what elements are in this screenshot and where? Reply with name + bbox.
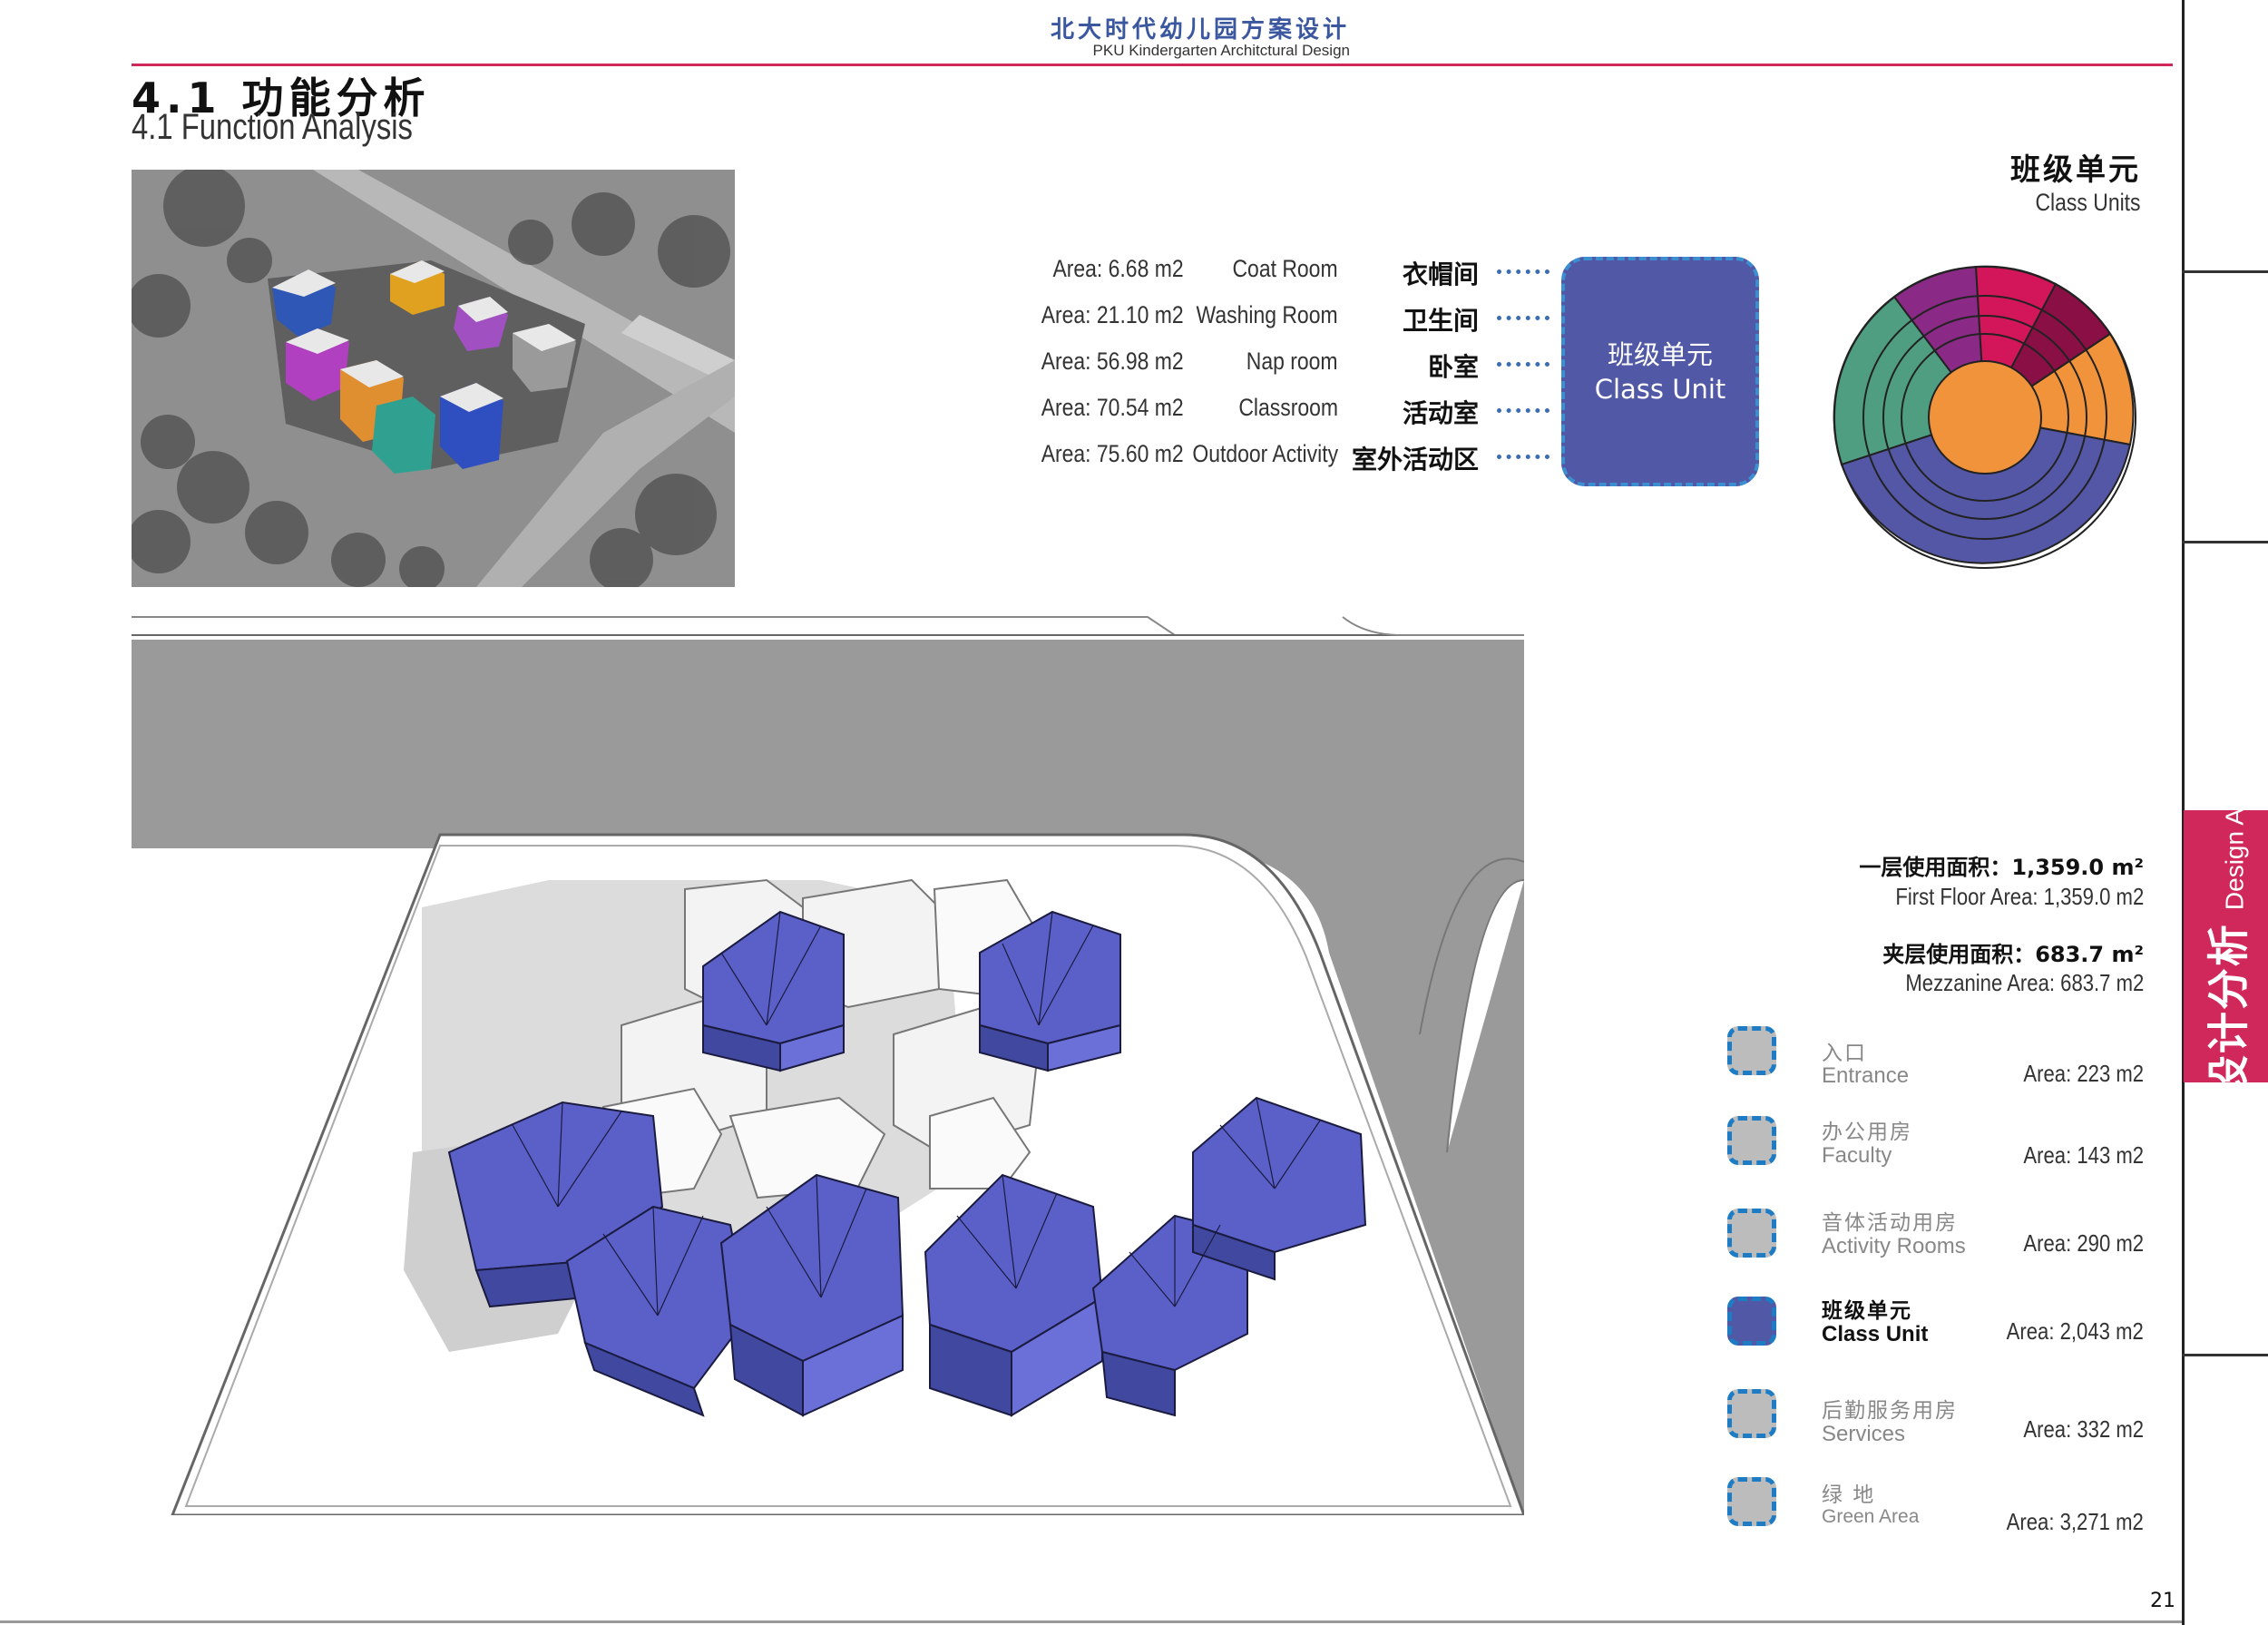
legend-label-cn: 音体活动用房 [1822,1211,1958,1235]
connector-dots [1497,455,1549,459]
legend-swatch [1727,1477,1776,1526]
room-name-en: Coat Room [1232,255,1338,282]
site-plan-axonometric [132,616,1524,1515]
legend-area: Area: 3,271 m2 [2006,1508,2144,1535]
tab-design-analysis-label[interactable]: 4. 设计分析 Design Analysis [2184,730,2268,1161]
class-unit-block [719,1173,904,1417]
legend-area: Area: 2,043 m2 [2006,1317,2144,1345]
section-title-en: 4.1 Function Analysis [132,107,413,147]
room-name-cn: 卧室 [1427,352,1479,382]
mezzanine-area-cn: 夹层使用面积：683.7 m² [1882,942,2144,967]
mezzanine-area-en: Mezzanine Area: 683.7 m2 [1905,969,2144,996]
legend-label-cn: 办公用房 [1822,1121,1912,1144]
class-unit-box-cn: 班级单元 [1607,338,1713,370]
legend-swatch [1727,1026,1776,1075]
legend-label-en: Services [1822,1422,1906,1446]
class-unit-block [447,1101,664,1308]
room-name-cn: 卫生间 [1402,306,1479,336]
legend-label-en: Activity Rooms [1822,1234,1966,1258]
tab-label-en: Design Analysis [2220,730,2249,911]
road [132,640,1524,848]
class-units-title-en: Class Units [2035,189,2141,216]
legend-swatch [1727,1116,1776,1165]
legend-label-cn: 班级单元 [1822,1299,1912,1323]
bottom-border [0,1620,2182,1623]
room-row-classroom: Area: 70.54 m2 Classroom 活动室 [1034,394,1941,430]
page-number: 21 [2150,1590,2175,1612]
sector-outdoor [1840,416,2132,564]
first-floor-area-en: First Floor Area: 1,359.0 m2 [1895,883,2144,910]
class-unit-block [1192,1096,1367,1281]
connector-dots [1497,269,1549,274]
tab-divider [2182,541,2268,543]
legend-area: Area: 143 m2 [2023,1141,2144,1169]
class-unit-block [979,910,1121,1072]
room-row-nap: Area: 56.98 m2 Nap room 卧室 [1034,348,1941,384]
tab-divider [2182,270,2268,273]
room-name-cn: 活动室 [1402,398,1479,428]
legend-label-cn: 绿 地 [1822,1483,1876,1507]
room-row-washing: Area: 21.10 m2 Washing Room 卫生间 [1034,301,1941,338]
room-name-en: Classroom [1238,394,1338,421]
legend-label-en: Class Unit [1822,1322,1929,1346]
room-area: Area: 6.68 m2 [1052,255,1184,282]
legend-area: Area: 290 m2 [2023,1229,2144,1257]
legend-swatch [1727,1297,1776,1346]
connector-dots [1497,316,1549,320]
class-unit-block [565,1205,750,1417]
room-area: Area: 21.10 m2 [1041,301,1184,328]
legend-label-en: Green Area [1822,1506,1920,1527]
legend-label-cn: 后勤服务用房 [1822,1399,1958,1423]
legend-swatch [1727,1389,1776,1438]
class-unit-block [702,910,845,1072]
project-title-en: PKU Kindergarten Architctural Design [1092,42,1350,59]
legend-label-en: Entrance [1822,1063,1910,1088]
connector-dots [1497,362,1549,367]
legend-swatch [1727,1209,1776,1258]
section-title-cn: 4.1 功能分析 [132,73,431,122]
connector-dots [1497,408,1549,413]
first-floor-area-cn: 一层使用面积：1,359.0 m² [1859,855,2144,880]
class-unit-box: 班级单元 Class Unit [1561,257,1759,486]
tab-design-analysis[interactable] [2184,810,2268,1082]
aerial-render-image [132,170,735,587]
project-title-cn: 北大时代幼儿园方案设计 [1050,16,1350,44]
legend-label-cn: 入口 [1822,1042,1867,1065]
tab-label-cn: 4. 设计分析 [2204,923,2253,1162]
room-area: Area: 70.54 m2 [1041,394,1184,421]
room-row-coat: Area: 6.68 m2 Coat Room 衣帽间 [1034,255,1941,291]
tab-divider [2182,1354,2268,1356]
room-name-cn: 衣帽间 [1402,259,1479,289]
room-name-en: Washing Room [1196,301,1338,328]
class-units-title-cn: 班级单元 [2010,152,2141,187]
aerial-render-svg [132,170,735,587]
room-name-en: Nap room [1246,348,1338,375]
room-name-cn: 室外活动区 [1351,445,1479,475]
class-unit-blocks [447,910,1367,1417]
room-name-en: Outdoor Activity [1192,440,1338,467]
legend-area: Area: 223 m2 [2023,1060,2144,1087]
class-unit-box-en: Class Unit [1594,373,1726,405]
legend-area: Area: 332 m2 [2023,1415,2144,1443]
room-row-outdoor: Area: 75.60 m2 Outdoor Activity 室外活动区 [1034,440,1941,476]
room-area: Area: 75.60 m2 [1041,440,1184,467]
header-divider [132,64,2173,66]
room-area: Area: 56.98 m2 [1041,348,1184,375]
center-circle [1928,360,2042,475]
class-unit-radial-diagram [1833,265,2136,569]
legend-label-en: Faculty [1822,1143,1892,1168]
